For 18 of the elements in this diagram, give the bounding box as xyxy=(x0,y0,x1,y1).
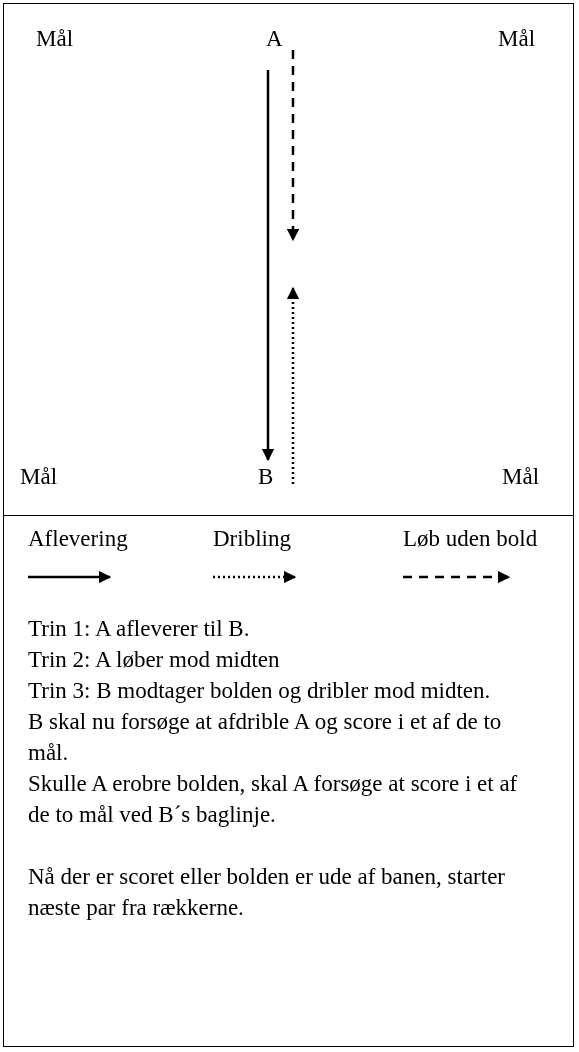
arrow xyxy=(261,70,275,462)
arrow xyxy=(286,50,300,242)
legend-label: Aflevering xyxy=(28,526,128,552)
instruction-text: Trin 2: A løber mod midten xyxy=(28,646,281,674)
player-label: A xyxy=(266,26,283,52)
instruction-text: B skal nu forsøge at afdrible A og score i et af de to mål. xyxy=(28,708,503,767)
legend-label: Løb uden bold xyxy=(403,526,538,552)
instruction-text: Trin 1: A afleverer til B. xyxy=(28,615,251,643)
goal-label: Mål xyxy=(20,464,58,490)
legend-label: Dribling xyxy=(213,526,291,552)
instruction-text: Skulle A erobre bolden, skal A forsøge at score i et af de to mål ved B´s baglinje. xyxy=(28,770,519,829)
instruction-text: Nå der er scoret eller bolden er ude af banen, starter næste par fra rækkerne. xyxy=(28,863,506,922)
instruction-text: Trin 3: B modtager bolden og dribler mod midten. xyxy=(28,677,492,705)
goal-label: Mål xyxy=(36,26,74,52)
goal-label: Mål xyxy=(498,26,536,52)
player-label: B xyxy=(258,464,274,490)
arrow xyxy=(286,286,300,484)
goal-label: Mål xyxy=(502,464,540,490)
